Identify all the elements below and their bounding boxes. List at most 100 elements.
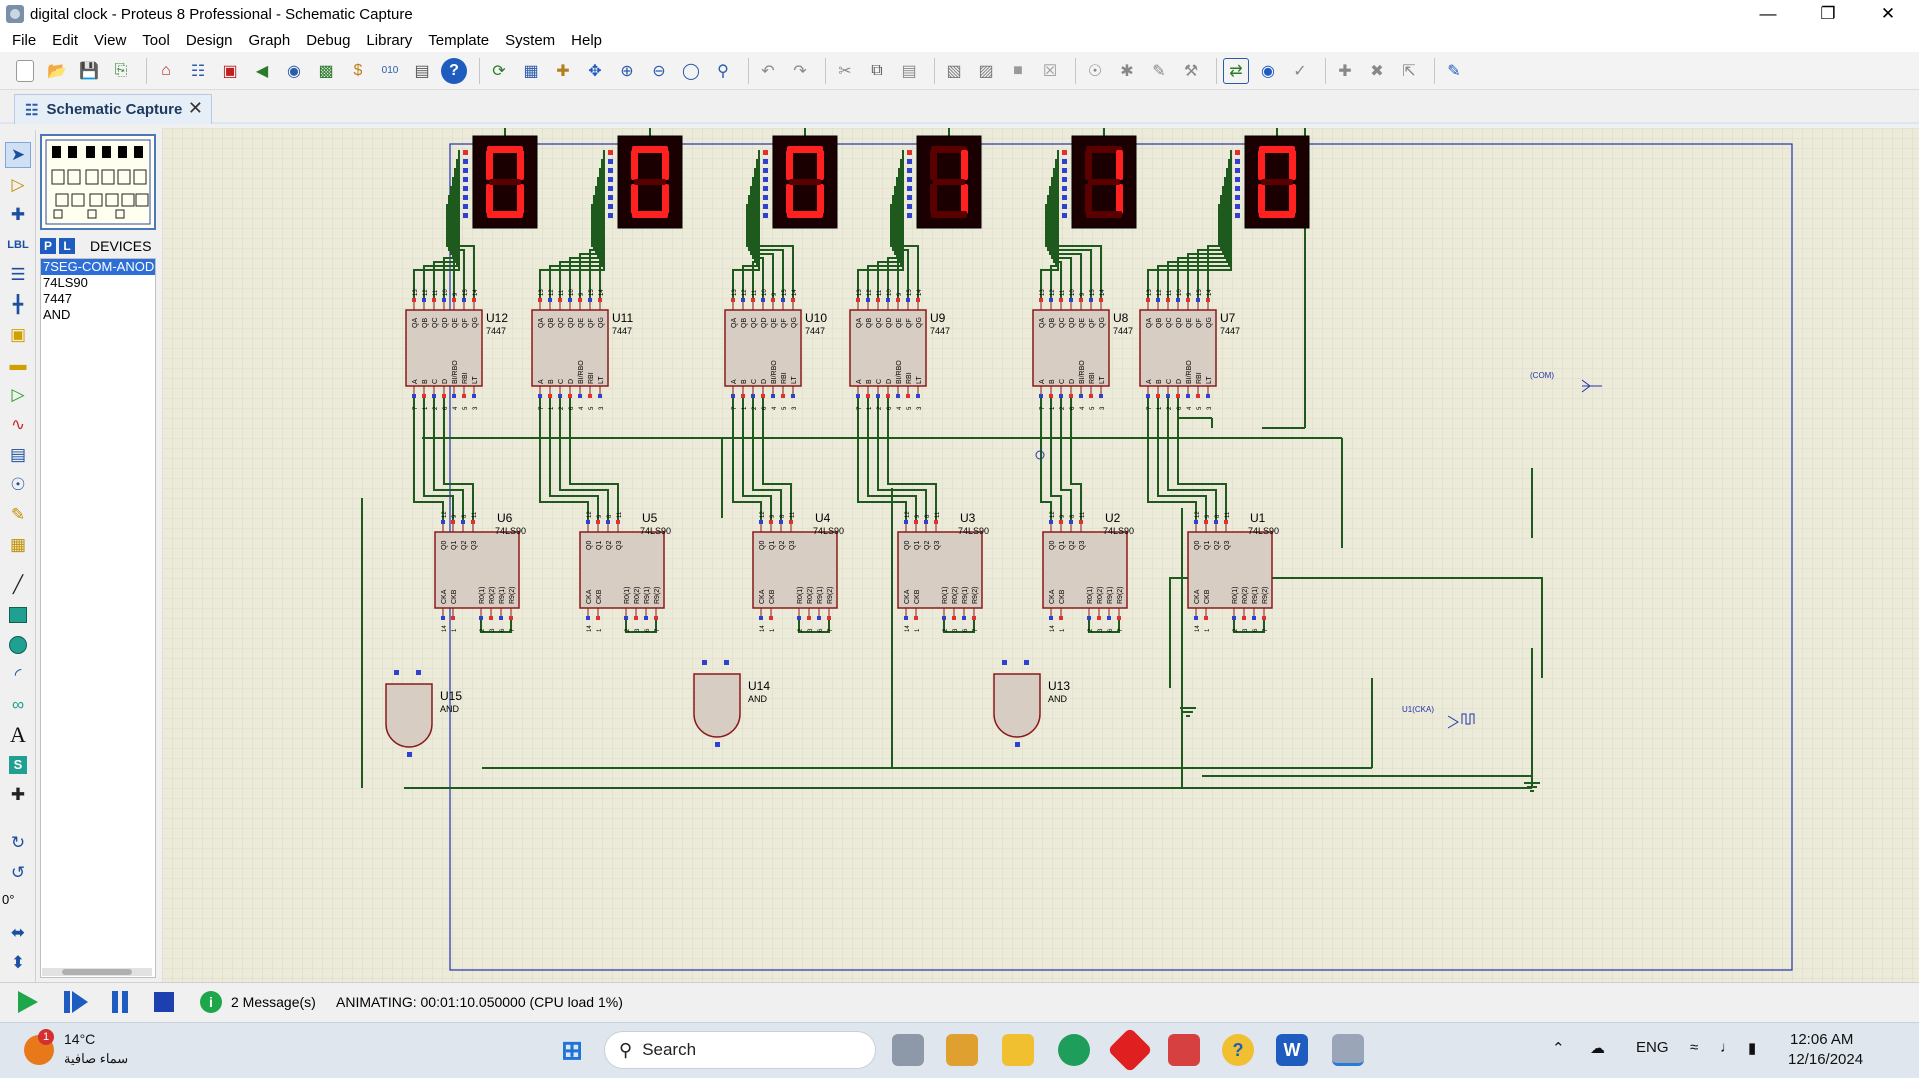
- design-explorer-icon[interactable]: ▩: [318, 62, 334, 80]
- file-explorer-icon[interactable]: [1002, 1034, 1034, 1066]
- box-tool-icon[interactable]: [5, 602, 31, 628]
- menu-system[interactable]: System: [505, 31, 556, 49]
- remove-sheet-icon[interactable]: ✖: [1370, 62, 1384, 80]
- wifi-icon[interactable]: ≈: [1690, 1039, 1699, 1056]
- overview-window[interactable]: [40, 134, 156, 230]
- counter-74ls90[interactable]: Q012Q19Q28Q311CKA14CKB1R0(1)2R0(2)3R9(1)…: [897, 511, 989, 632]
- make-device-icon[interactable]: ✱: [1120, 62, 1134, 80]
- decoder-7447[interactable]: QA13QB12QC11QD10QE9QF15QG14A7B1C2D6BI/RB…: [531, 289, 633, 410]
- rotation-angle[interactable]: 0°: [2, 892, 15, 907]
- circle-tool-icon[interactable]: [5, 632, 31, 658]
- menu-template[interactable]: Template: [428, 31, 490, 49]
- task-view-icon[interactable]: [892, 1034, 924, 1066]
- path-tool-icon[interactable]: ∞: [11, 695, 25, 714]
- text-script-icon[interactable]: ☰: [10, 265, 26, 284]
- junction-dot-icon[interactable]: ✚: [10, 205, 26, 224]
- edge-icon[interactable]: [1058, 1034, 1090, 1066]
- clock-time[interactable]: 12:06 AM: [1790, 1031, 1854, 1048]
- symbol-tool-icon[interactable]: S: [5, 752, 31, 778]
- decoder-7447[interactable]: QA13QB12QC11QD10QE9QF15QG14A7B1C2D6BI/RB…: [849, 289, 950, 410]
- buses-icon[interactable]: ╋: [12, 295, 24, 314]
- zoom-in-icon[interactable]: ⊕: [620, 62, 634, 80]
- menu-tool[interactable]: Tool: [142, 31, 170, 49]
- bill-of-materials-icon[interactable]: $: [353, 61, 363, 79]
- device-list-item[interactable]: 7447: [43, 291, 72, 306]
- grid-toggle-icon[interactable]: ▦: [523, 62, 539, 80]
- show-hidden-icons[interactable]: ⌃: [1552, 1040, 1565, 1057]
- cut-icon[interactable]: ✂: [838, 62, 852, 80]
- search-tag-icon[interactable]: ◉: [1261, 62, 1275, 80]
- library-manager-button[interactable]: L: [59, 238, 75, 254]
- wire-autorouter-icon[interactable]: ⇄: [1223, 57, 1249, 84]
- block-delete-icon[interactable]: ☒: [1042, 62, 1058, 80]
- volume-icon[interactable]: ♩: [1720, 1039, 1735, 1056]
- weather-temperature[interactable]: 14°C: [64, 1031, 96, 1047]
- tab-schematic-capture[interactable]: ☷ Schematic Capture ✕: [14, 94, 212, 124]
- virtual-instruments-icon[interactable]: ▦: [9, 535, 27, 554]
- pause-button[interactable]: [112, 991, 118, 1013]
- copy-icon[interactable]: ⧉: [871, 61, 883, 79]
- property-assignment-icon[interactable]: ✓: [1293, 62, 1307, 80]
- source-code-icon[interactable]: 010: [381, 65, 399, 76]
- menu-file[interactable]: File: [12, 31, 37, 49]
- new-sheet-icon[interactable]: ✚: [1338, 62, 1352, 80]
- store-icon[interactable]: [1168, 1034, 1200, 1066]
- copilot-icon[interactable]: [946, 1034, 978, 1066]
- mirror-vertical-icon[interactable]: ⬍: [10, 953, 26, 972]
- seven-segment-display[interactable]: [1062, 135, 1137, 229]
- panel-scrollbar[interactable]: [42, 968, 152, 976]
- menu-design[interactable]: Design: [185, 31, 233, 49]
- component-mode-icon[interactable]: ▷: [11, 175, 25, 194]
- counter-74ls90[interactable]: Q012Q19Q28Q311CKA14CKB1R0(1)2R0(2)3R9(1)…: [1187, 511, 1279, 632]
- device-pins-icon[interactable]: ▷: [11, 385, 25, 404]
- counter-74ls90[interactable]: Q012Q19Q28Q311CKA14CKB1R0(1)2R0(2)3R9(1)…: [752, 511, 844, 632]
- open-folder-icon[interactable]: 📂: [47, 62, 67, 80]
- terminals-icon[interactable]: ▬: [9, 355, 27, 374]
- messages-count[interactable]: 2 Message(s): [231, 994, 316, 1010]
- decoder-7447[interactable]: QA13QB12QC11QD10QE9QF15QG14A7B1C2D6BI/RB…: [405, 289, 508, 410]
- text-tool-icon[interactable]: A: [10, 722, 26, 747]
- mirror-horizontal-icon[interactable]: ⬌: [10, 923, 26, 942]
- menu-library[interactable]: Library: [366, 31, 413, 49]
- scrollbar-thumb[interactable]: [62, 969, 132, 975]
- device-list-item[interactable]: 74LS90: [43, 275, 88, 290]
- subcircuit-icon[interactable]: ▣: [9, 325, 27, 344]
- rotate-anticlockwise-icon[interactable]: ↺: [10, 863, 26, 882]
- undo-icon[interactable]: ↶: [761, 62, 775, 80]
- pan-icon[interactable]: ✥: [588, 62, 602, 80]
- pcb-icon[interactable]: ▣: [222, 62, 238, 80]
- 3d-viewer-icon[interactable]: ◀: [255, 62, 269, 80]
- office-app-icon[interactable]: [1107, 1027, 1153, 1073]
- import-icon[interactable]: ⎘: [114, 61, 128, 79]
- pick-device-icon[interactable]: ☉: [1087, 62, 1103, 80]
- seven-segment-display[interactable]: [608, 135, 683, 229]
- device-list-item[interactable]: 7SEG-COM-ANOD: [41, 259, 155, 275]
- generator-icon[interactable]: ☉: [10, 475, 26, 494]
- gerber-icon[interactable]: ◉: [287, 62, 301, 80]
- menu-view[interactable]: View: [94, 31, 127, 49]
- marker-tool-icon[interactable]: ✚: [10, 785, 26, 804]
- clock-date[interactable]: 12/16/2024: [1788, 1051, 1864, 1068]
- stop-button[interactable]: [154, 992, 174, 1012]
- notes-icon[interactable]: ▤: [414, 62, 430, 80]
- arc-tool-icon[interactable]: ◜: [14, 665, 22, 684]
- redo-icon[interactable]: ↷: [793, 62, 807, 80]
- decoder-7447[interactable]: QA13QB12QC11QD10QE9QF15QG14A7B1C2D6BI/RB…: [724, 289, 827, 410]
- packaging-tool-icon[interactable]: ✎: [1152, 62, 1166, 80]
- word-icon[interactable]: W: [1276, 1034, 1308, 1066]
- seven-segment-display[interactable]: [463, 135, 538, 229]
- new-file-icon[interactable]: [16, 59, 34, 82]
- menu-graph[interactable]: Graph: [248, 31, 291, 49]
- voltage-probe-icon[interactable]: ✎: [10, 505, 26, 524]
- help-icon[interactable]: ?: [441, 57, 467, 84]
- counter-74ls90[interactable]: Q012Q19Q28Q311CKA14CKB1R0(1)2R0(2)3R9(1)…: [1042, 511, 1134, 632]
- pick-devices-button[interactable]: P: [40, 238, 56, 254]
- decoder-7447[interactable]: QA13QB12QC11QD10QE9QF15QG14A7B1C2D6BI/RB…: [1139, 289, 1240, 410]
- exit-to-parent-icon[interactable]: ⇱: [1402, 62, 1416, 80]
- minimize-button[interactable]: —: [1759, 4, 1777, 23]
- zoom-all-icon[interactable]: ◯: [682, 62, 700, 80]
- close-button[interactable]: ✕: [1880, 4, 1896, 23]
- battery-icon[interactable]: ▮: [1748, 1040, 1757, 1057]
- maximize-button[interactable]: ❐: [1820, 4, 1836, 23]
